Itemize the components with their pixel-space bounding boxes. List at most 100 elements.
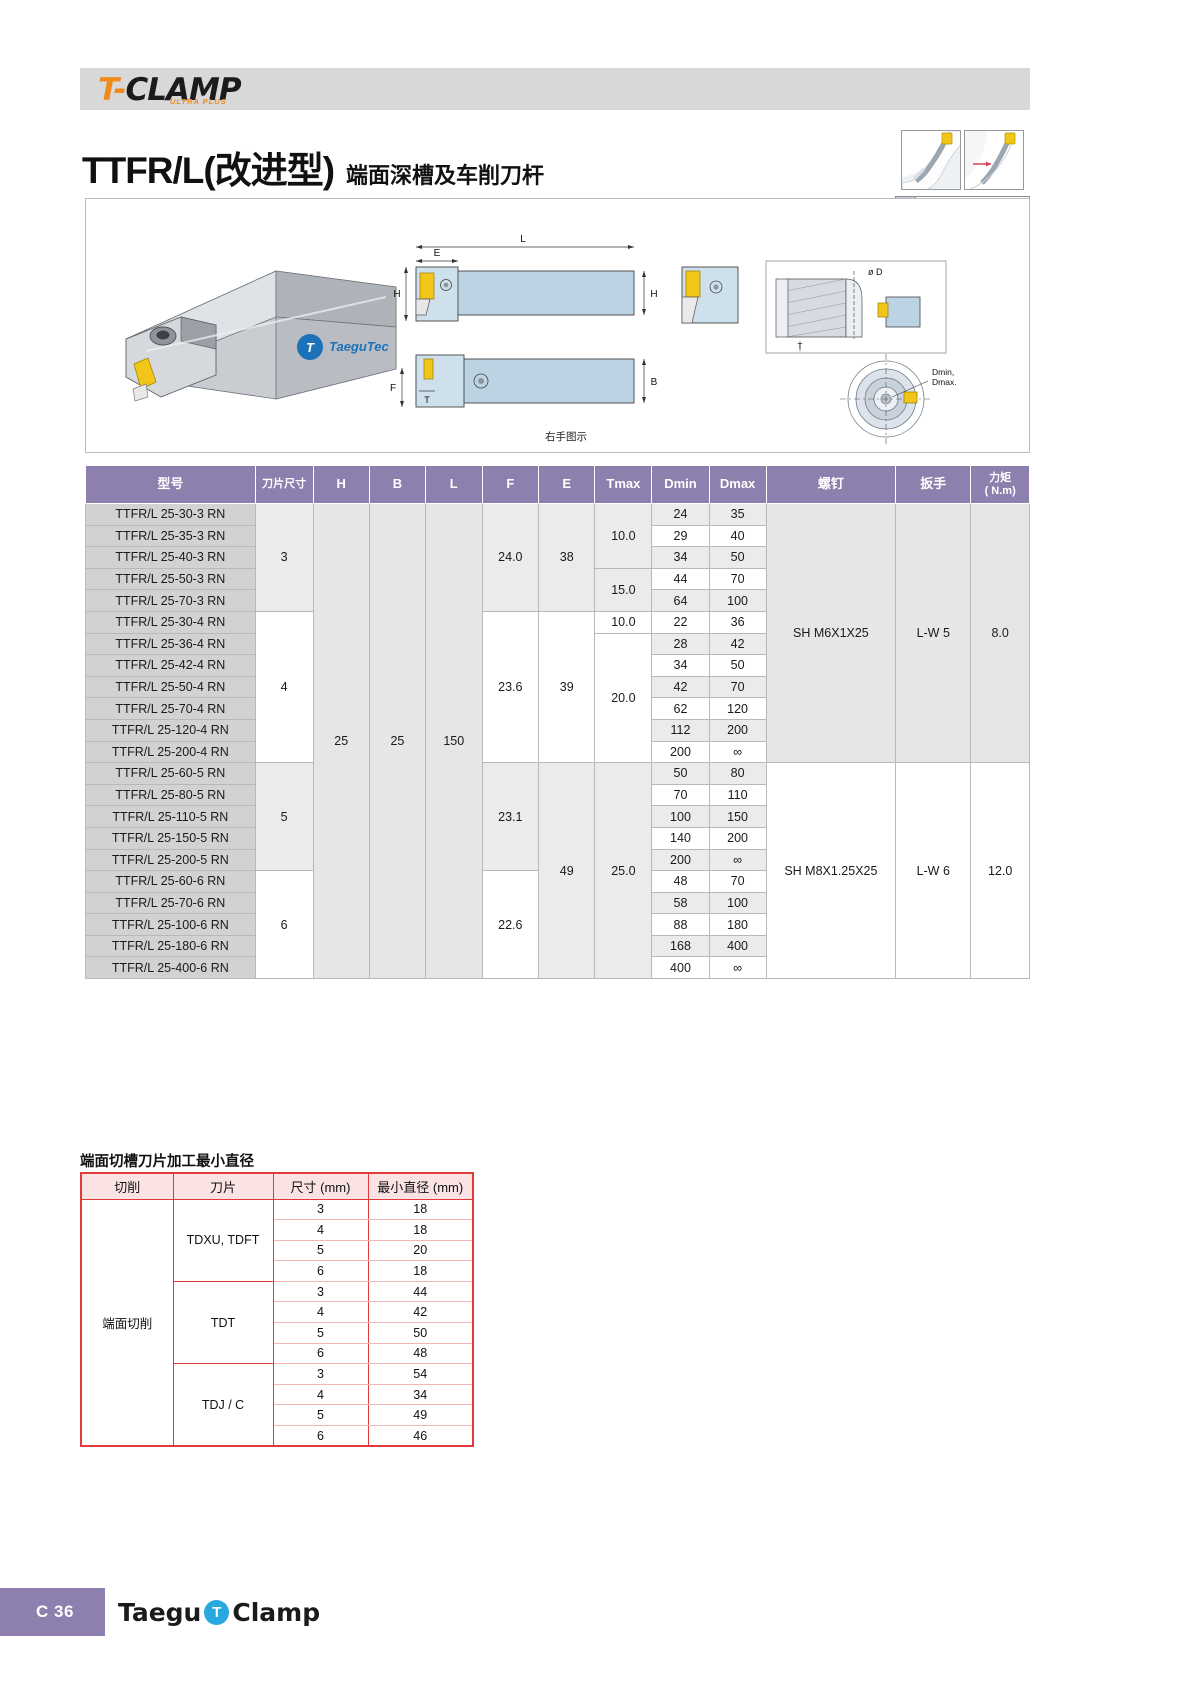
svg-text:TaeguTec: TaeguTec [329, 339, 389, 354]
cell-Tmax: 10.0 [594, 610, 653, 634]
col-insert: 刀片 [172, 1172, 274, 1200]
cell-insert-type: TDXU, TDFT [172, 1198, 274, 1282]
cell-Tmax: 20.0 [594, 632, 653, 764]
cell-model: TTFR/L 25-35-3 RN [85, 524, 256, 548]
cell-min-diameter: 18 [367, 1198, 474, 1221]
cell-Dmax: 40 [708, 524, 767, 548]
col-model: 型号 [85, 465, 256, 504]
side-view-drawing: L E H H [393, 234, 658, 322]
cell-Dmax: 42 [708, 632, 767, 656]
cell-E: 39 [538, 610, 596, 764]
cell-insert-size: 5 [254, 762, 314, 872]
cell-model: TTFR/L 25-42-4 RN [85, 654, 256, 677]
cell-H: 25 [312, 502, 370, 980]
cell-Dmax: 70 [708, 567, 767, 591]
cell-size: 6 [272, 1260, 369, 1282]
cell-Dmin: 42 [651, 675, 710, 699]
col-F: F [481, 465, 540, 504]
cell-Dmin: 50 [651, 762, 710, 785]
cell-Dmin: 168 [651, 934, 710, 958]
cell-F: 23.6 [481, 610, 540, 764]
cell-min-diameter: 18 [367, 1219, 474, 1241]
min-diameter-title: 端面切槽刀片加工最小直径 [80, 1154, 254, 1170]
cell-screw: SH M8X1.25X25 [765, 762, 897, 980]
col-torque: 力矩 ( N.m) [970, 465, 1030, 504]
cell-Dmax: ∞ [708, 848, 767, 872]
cell-model: TTFR/L 25-80-5 RN [85, 783, 256, 807]
cell-size: 3 [272, 1363, 369, 1385]
page-title: TTFR/L(改进型) 端面深槽及车削刀杆 [82, 140, 544, 194]
cell-Dmin: 22 [651, 610, 710, 634]
cell-E: 49 [538, 762, 596, 980]
cell-insert-size: 4 [254, 610, 314, 764]
cell-model: TTFR/L 25-70-4 RN [85, 697, 256, 720]
svg-text:H: H [650, 289, 657, 300]
cell-E: 38 [538, 503, 596, 612]
footer-brand-badge: T [204, 1600, 230, 1625]
isometric-tool-view: T TaeguTec [125, 270, 397, 402]
drawing-caption: 右手图示 [545, 431, 587, 443]
cell-Dmax: 180 [708, 913, 767, 936]
cell-Dmax: 150 [708, 805, 767, 828]
svg-text:T: T [306, 340, 315, 355]
cell-Dmin: 24 [651, 503, 710, 526]
cell-Tmax: 15.0 [594, 567, 653, 612]
cell-Dmax: 100 [708, 891, 767, 915]
cell-wrench: L-W 5 [895, 502, 972, 764]
svg-text:Dmax.: Dmax. [932, 377, 957, 387]
cell-size: 6 [272, 1425, 369, 1448]
col-torque-line2: ( N.m) [984, 484, 1016, 497]
cell-model: TTFR/L 25-400-6 RN [85, 956, 256, 980]
cell-Dmax: ∞ [708, 956, 767, 980]
application-thumbnail-1 [901, 130, 961, 190]
col-torque-line1: 力矩 [989, 472, 1012, 485]
cell-B: 25 [368, 502, 427, 980]
col-L: L [425, 465, 483, 504]
footer-brand-clamp: Clamp [232, 1598, 321, 1627]
cell-Dmax: 200 [708, 718, 767, 742]
cell-model: TTFR/L 25-30-4 RN [85, 610, 256, 634]
cell-wrench: L-W 6 [895, 762, 972, 980]
cell-Dmin: 400 [651, 956, 710, 980]
cell-size: 5 [272, 1404, 369, 1427]
cell-Tmax: 25.0 [594, 762, 653, 980]
spec-table-header-row: 型号 刀片尺寸 H B L F E Tmax Dmin Dmax 螺钉 扳手 力… [85, 465, 1030, 504]
cell-torque: 12.0 [970, 762, 1030, 980]
cell-Dmin: 112 [651, 718, 710, 742]
cell-size: 3 [272, 1280, 369, 1303]
cell-F: 22.6 [481, 870, 540, 980]
end-view-drawing [681, 266, 739, 324]
cell-insert-size: 6 [254, 870, 314, 980]
cell-Dmin: 58 [651, 891, 710, 915]
logo-tagline: ULTRA PLUS [170, 97, 227, 106]
page-title-main: TTFR/L(改进型) [82, 150, 335, 191]
logo-t-text: T- [98, 71, 126, 108]
cell-torque: 8.0 [970, 502, 1030, 764]
col-Tmax: Tmax [594, 465, 653, 504]
cell-min-diameter: 46 [367, 1425, 474, 1448]
cell-size: 4 [272, 1301, 369, 1324]
logo-clamp-text: CLAMP [125, 71, 241, 108]
cell-min-diameter: 50 [367, 1322, 474, 1344]
svg-text:T: T [424, 395, 430, 406]
cell-Dmin: 64 [651, 589, 710, 612]
cell-size: 3 [272, 1198, 369, 1221]
cell-insert-type: TDT [172, 1280, 274, 1365]
cell-insert-type: TDJ / C [172, 1363, 274, 1447]
cell-model: TTFR/L 25-50-3 RN [85, 567, 256, 591]
cell-Dmin: 29 [651, 524, 710, 548]
